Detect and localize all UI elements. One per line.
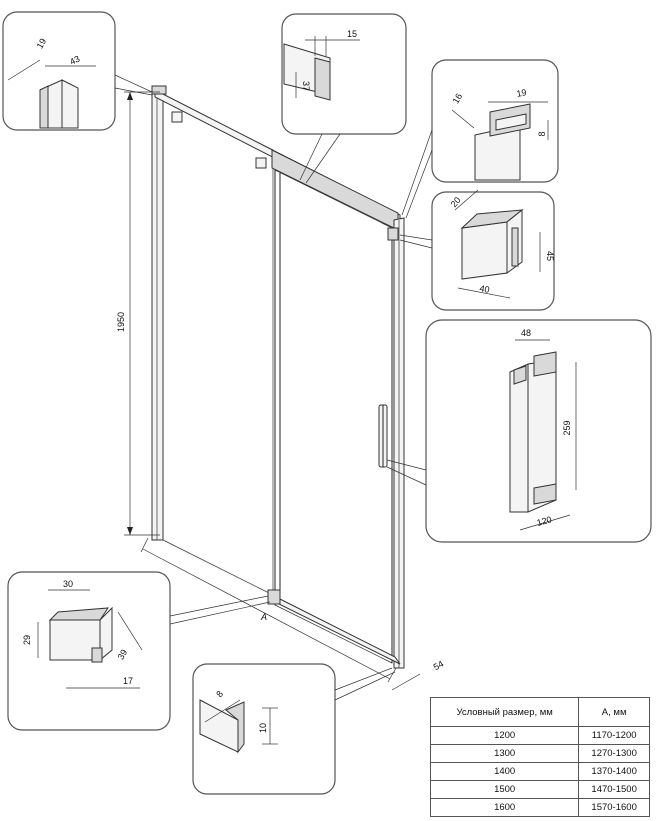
table-row: 1400 1370-1400 bbox=[429, 762, 650, 781]
hinge-depth-label: 39 bbox=[116, 648, 130, 662]
header-nominal-size: Условный размер, мм bbox=[429, 697, 580, 727]
handle-spacing-label: 120 bbox=[536, 514, 553, 528]
header-a-size: A, мм bbox=[578, 697, 650, 727]
table-row: 1300 1270-1300 bbox=[429, 744, 650, 763]
hinge-width-label: 30 bbox=[63, 579, 73, 589]
top-height-label: 37 bbox=[301, 81, 311, 91]
handle-length-label: 259 bbox=[562, 420, 572, 435]
callout-block: 20 45 40 bbox=[399, 189, 555, 311]
a-range-cell: 1170-1200 bbox=[578, 726, 650, 745]
block-height-label: 45 bbox=[545, 251, 555, 261]
door-assembly bbox=[151, 85, 405, 669]
a-range-cell: 1470-1500 bbox=[578, 780, 650, 799]
callout-handle: 48 259 120 bbox=[386, 319, 652, 543]
a-range-cell: 1370-1400 bbox=[578, 762, 650, 781]
overall-width-label: A bbox=[260, 612, 267, 622]
nominal-size-cell: 1500 bbox=[429, 780, 580, 799]
nominal-size-cell: 1600 bbox=[429, 798, 580, 817]
handle-depth-label: 48 bbox=[521, 328, 531, 338]
callout-wall-profile: 19 43 bbox=[2, 11, 153, 131]
overall-width-dimension: A 54 bbox=[140, 537, 446, 691]
nominal-size-cell: 1300 bbox=[429, 744, 580, 763]
threshold-depth-label: 54 bbox=[432, 659, 446, 673]
callout-hinge: 30 29 39 17 bbox=[7, 571, 271, 731]
top-offset-label: 15 bbox=[347, 29, 357, 39]
door-height-label: 1950 bbox=[116, 312, 126, 332]
a-range-cell: 1570-1600 bbox=[578, 798, 650, 817]
table-header-row: Условный размер, мм A, мм bbox=[429, 697, 650, 727]
callout-seal: 8 10 bbox=[192, 663, 396, 795]
block-width-label: 40 bbox=[479, 283, 491, 295]
nominal-size-cell: 1400 bbox=[429, 762, 580, 781]
seal-width-label: 8 bbox=[214, 689, 225, 699]
door-height-dimension: 1950 bbox=[116, 91, 160, 536]
table-row: 1200 1170-1200 bbox=[429, 726, 650, 745]
corner-height-label: 8 bbox=[537, 131, 547, 136]
callout-top-profile: 15 37 bbox=[281, 13, 407, 184]
hinge-height-label: 29 bbox=[22, 635, 32, 645]
seal-height-label: 10 bbox=[258, 723, 268, 733]
hinge-base-label: 17 bbox=[123, 676, 133, 686]
table-row: 1500 1470-1500 bbox=[429, 780, 650, 799]
nominal-size-cell: 1200 bbox=[429, 726, 580, 745]
table-row: 1600 1570-1600 bbox=[429, 798, 650, 817]
block-depth-label: 20 bbox=[449, 195, 463, 209]
corner-width-label: 19 bbox=[516, 87, 528, 99]
size-table: Условный размер, мм A, мм 1200 1170-1200… bbox=[429, 697, 650, 817]
a-range-cell: 1270-1300 bbox=[578, 744, 650, 763]
frame-width-label: 43 bbox=[68, 54, 81, 67]
frame-depth-label: 19 bbox=[35, 37, 49, 51]
corner-depth-label: 16 bbox=[451, 92, 465, 106]
callout-corner: 16 19 8 bbox=[401, 59, 559, 219]
